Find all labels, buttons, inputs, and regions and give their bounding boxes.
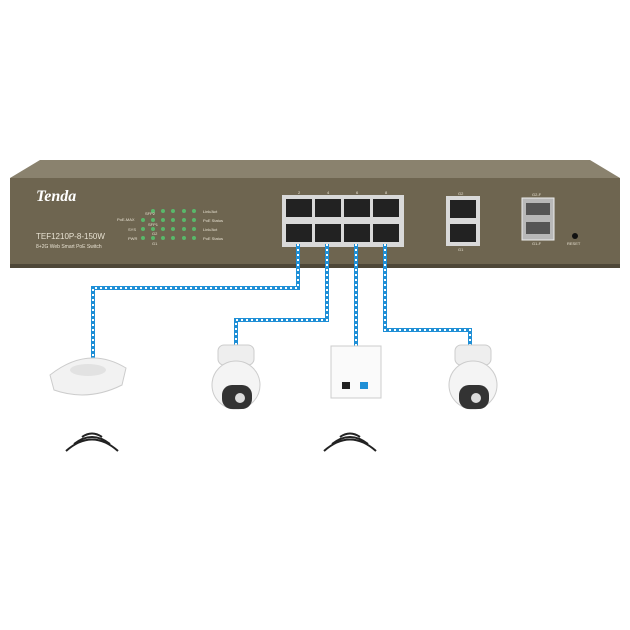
access-point [49, 357, 127, 396]
led-status-label: Link/Act [203, 209, 218, 214]
led-label-sfp2: SFP2 [145, 211, 156, 216]
model-name: TEF1210P-8-150W [36, 232, 105, 241]
port-number: 2 [298, 190, 301, 195]
led-grid [141, 209, 196, 240]
reset-label: RESET [567, 241, 581, 246]
uplink-label-g1: G1 [458, 247, 464, 252]
led-label-g2: G2 [152, 231, 158, 236]
rj45-ports [286, 199, 399, 242]
sfp-label-bottom: G1-F [532, 241, 542, 246]
led-label-poe-max: PoE-MAX [117, 217, 135, 222]
brand-logo: Tenda [36, 188, 77, 205]
led-status-label: PoE Status [203, 236, 224, 241]
led-label-sys: SYS [128, 227, 137, 232]
led-status-label: PoE Status [203, 218, 224, 223]
model-description: 8+2G Web Smart PoE Switch [36, 244, 102, 250]
sfp-label-top: G2-F [532, 192, 542, 197]
reset-button[interactable] [572, 233, 578, 239]
uplink-label-g2: G2 [458, 191, 464, 196]
wall-plate-ap [330, 345, 382, 399]
port-number: 4 [327, 190, 330, 195]
led-label-sfp1: SFP1 [148, 222, 159, 227]
port-number: 8 [385, 190, 388, 195]
led-status-label: Link/Act [203, 227, 218, 232]
switch-top-face [10, 160, 620, 178]
led-label-pwr: PWR [128, 236, 138, 241]
wifi-waves-icon [65, 432, 377, 452]
ptz-camera-2 [448, 344, 498, 410]
ptz-camera-1 [211, 344, 261, 410]
led-label-g1: G1 [152, 241, 158, 246]
port-number: 6 [356, 190, 359, 195]
